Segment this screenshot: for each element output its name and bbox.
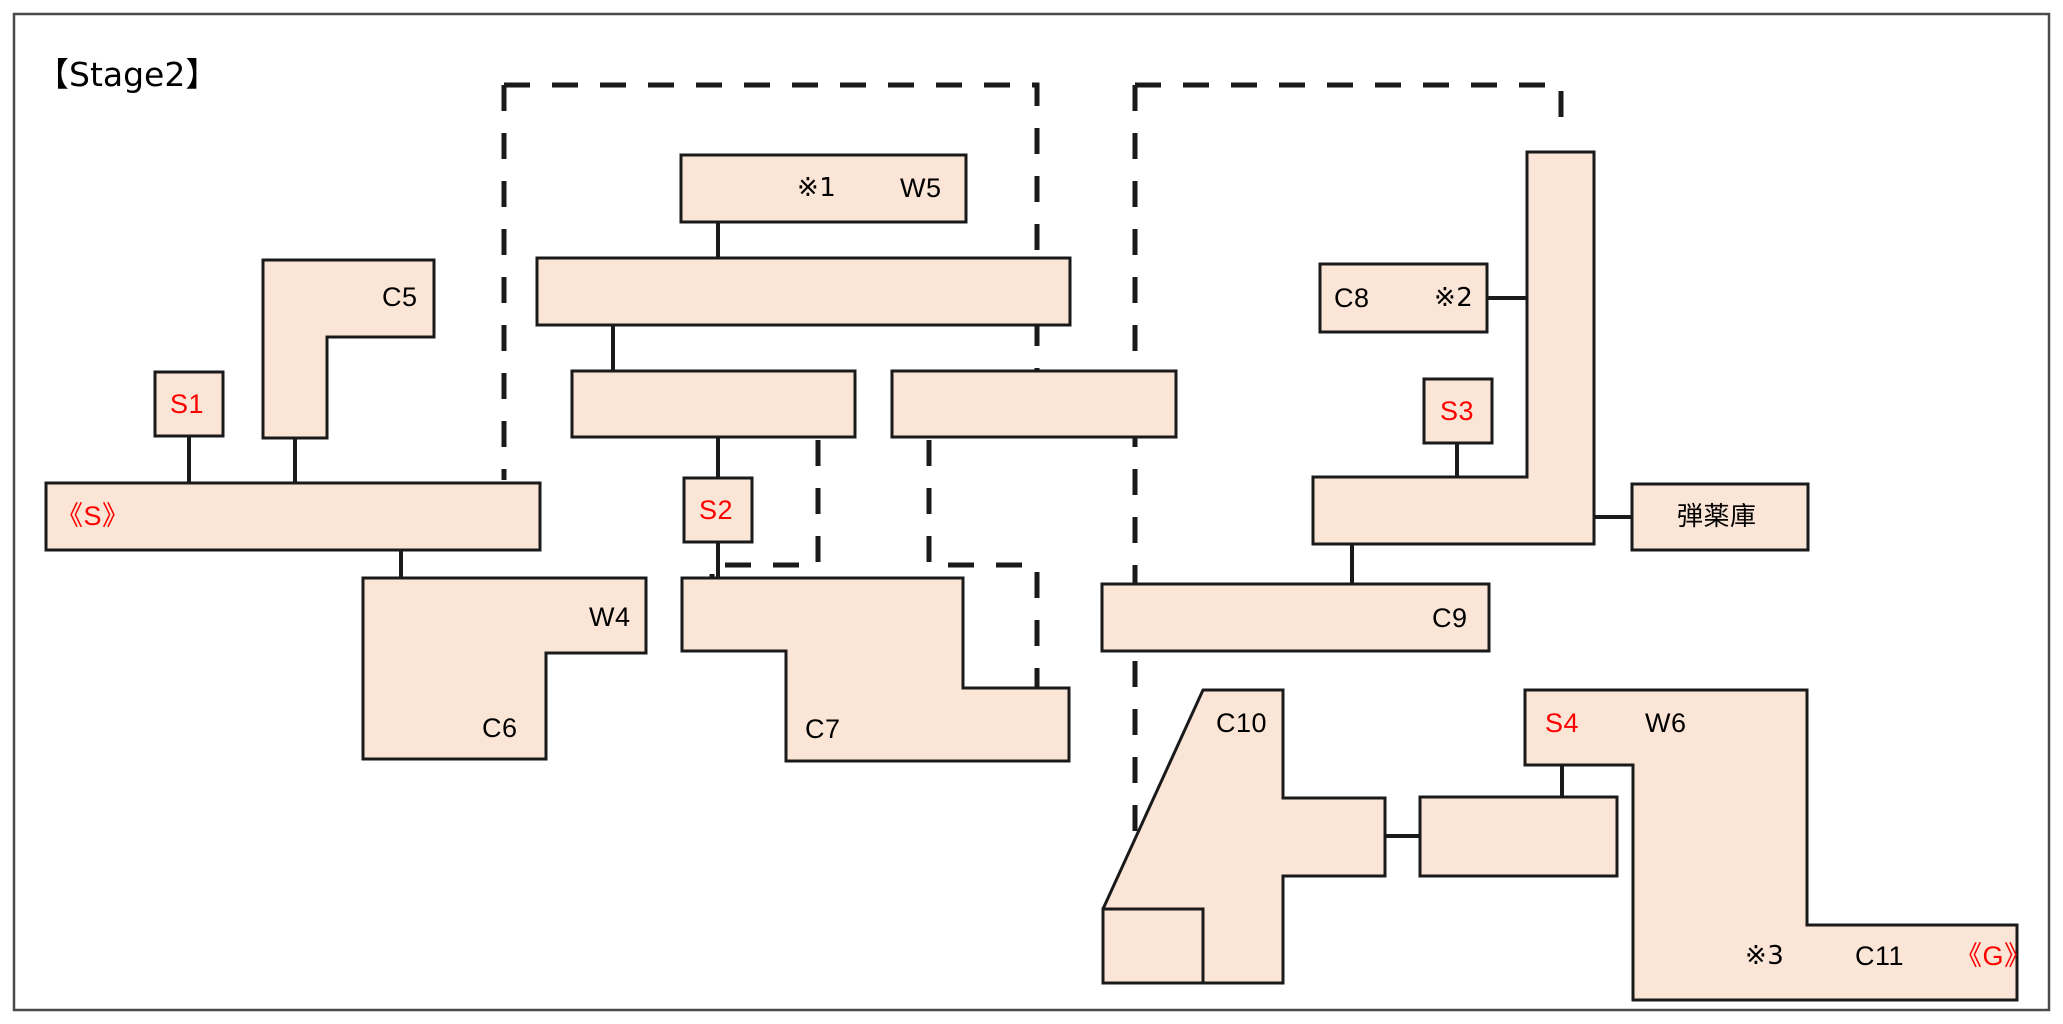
page-title: 【Stage2】 <box>36 55 219 94</box>
outer-frame <box>12 12 2051 1012</box>
label-w5: W5 <box>900 173 942 203</box>
label-c10: C10 <box>1216 708 1268 738</box>
hidden-route-left <box>504 82 1040 370</box>
hidden-route-right <box>1135 82 1564 135</box>
room-c6[interactable] <box>361 576 648 761</box>
room-s1[interactable] <box>153 370 225 438</box>
label-w6: W6 <box>1645 708 1687 738</box>
label-c8: C8 <box>1334 283 1370 313</box>
label-note2: ※2 <box>1434 283 1474 313</box>
label-w4: W4 <box>589 602 631 632</box>
room-vertical-hall[interactable] <box>1311 150 1596 546</box>
room-c8[interactable] <box>1318 262 1489 334</box>
room-w5[interactable] <box>679 153 968 224</box>
room-ammo-depot[interactable] <box>1630 482 1810 552</box>
room-c10-lower[interactable] <box>1101 907 1205 985</box>
room-hall-top[interactable] <box>535 256 1072 327</box>
label-s3: S3 <box>1440 396 1475 426</box>
label-s1: S1 <box>170 389 205 419</box>
label-s4: S4 <box>1545 708 1580 738</box>
label-ammo-depot: 弾薬庫 <box>1677 502 1757 532</box>
room-start[interactable] <box>44 481 542 552</box>
label-goal: 《G》 <box>1955 941 2032 971</box>
label-note1: ※1 <box>797 173 837 203</box>
label-s2: S2 <box>699 495 734 525</box>
label-note3: ※3 <box>1745 941 1785 971</box>
label-c11: C11 <box>1855 941 1905 971</box>
room-hall-left[interactable] <box>570 369 857 439</box>
label-c6: C6 <box>482 713 518 743</box>
room-c7[interactable] <box>680 576 1071 763</box>
room-hall-right[interactable] <box>890 369 1178 439</box>
room-c5[interactable] <box>261 258 436 440</box>
room-c9[interactable] <box>1100 582 1491 653</box>
label-c5: C5 <box>382 282 418 312</box>
label-c7: C7 <box>805 714 841 744</box>
label-c9: C9 <box>1432 603 1468 633</box>
hidden-route-center-v2 <box>926 440 1040 700</box>
label-start: 《S》 <box>56 501 130 531</box>
room-link[interactable] <box>1418 795 1619 878</box>
